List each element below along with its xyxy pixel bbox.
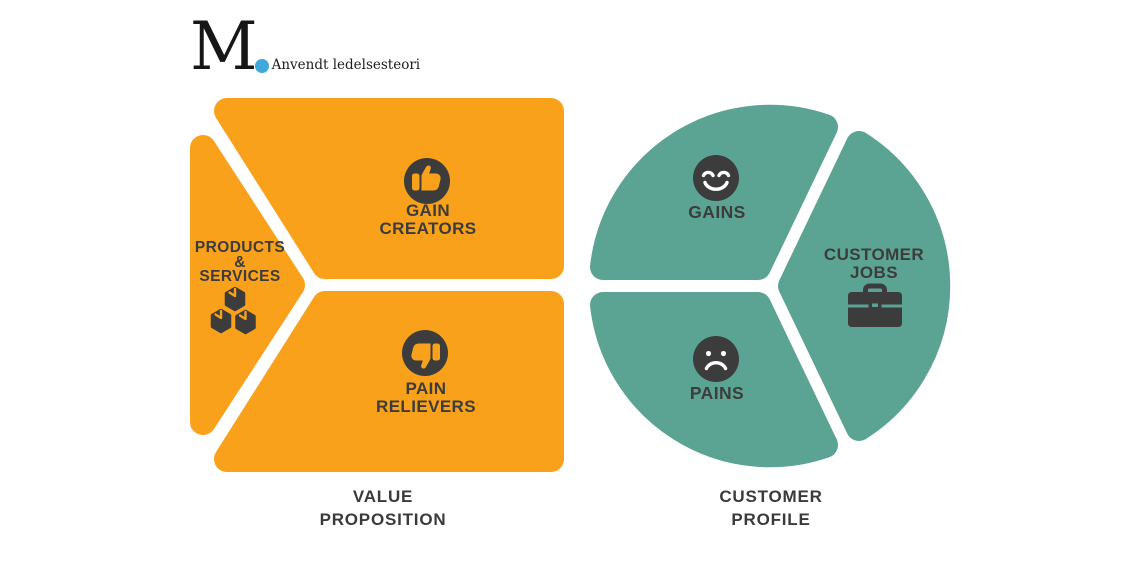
thumbs-up-icon (404, 158, 450, 204)
stacked-boxes-icon (210, 286, 256, 335)
gain-creators-shape (214, 98, 564, 279)
customer-profile-title: CUSTOMER PROFILE (719, 487, 823, 529)
pain-relievers-shape (214, 291, 564, 472)
logo-tagline: Anvendt ledelsesteori (271, 57, 421, 73)
thumbs-down-icon (402, 330, 448, 376)
logo: M Anvendt ledelsesteori (190, 8, 420, 80)
gains-label: GAINS (688, 202, 746, 222)
value-proposition-title: VALUE PROPOSITION (319, 487, 447, 529)
logo-mark: M (190, 8, 258, 85)
pains-label: PAINS (689, 383, 745, 403)
sad-face-icon (693, 336, 739, 382)
briefcase-icon (848, 283, 902, 327)
customer-jobs-label: CUSTOMER JOBS (823, 245, 925, 282)
products-services-label: PRODUCTS & SERVICES (194, 239, 286, 285)
logo-dot (254, 59, 269, 73)
customer-jobs-shape (778, 131, 951, 441)
happy-face-icon (693, 155, 739, 201)
products-services-shape (190, 135, 305, 435)
pain-relievers-label: PAIN RELIEVERS (376, 379, 476, 416)
gain-creators-label: GAIN CREATORS (379, 201, 477, 238)
